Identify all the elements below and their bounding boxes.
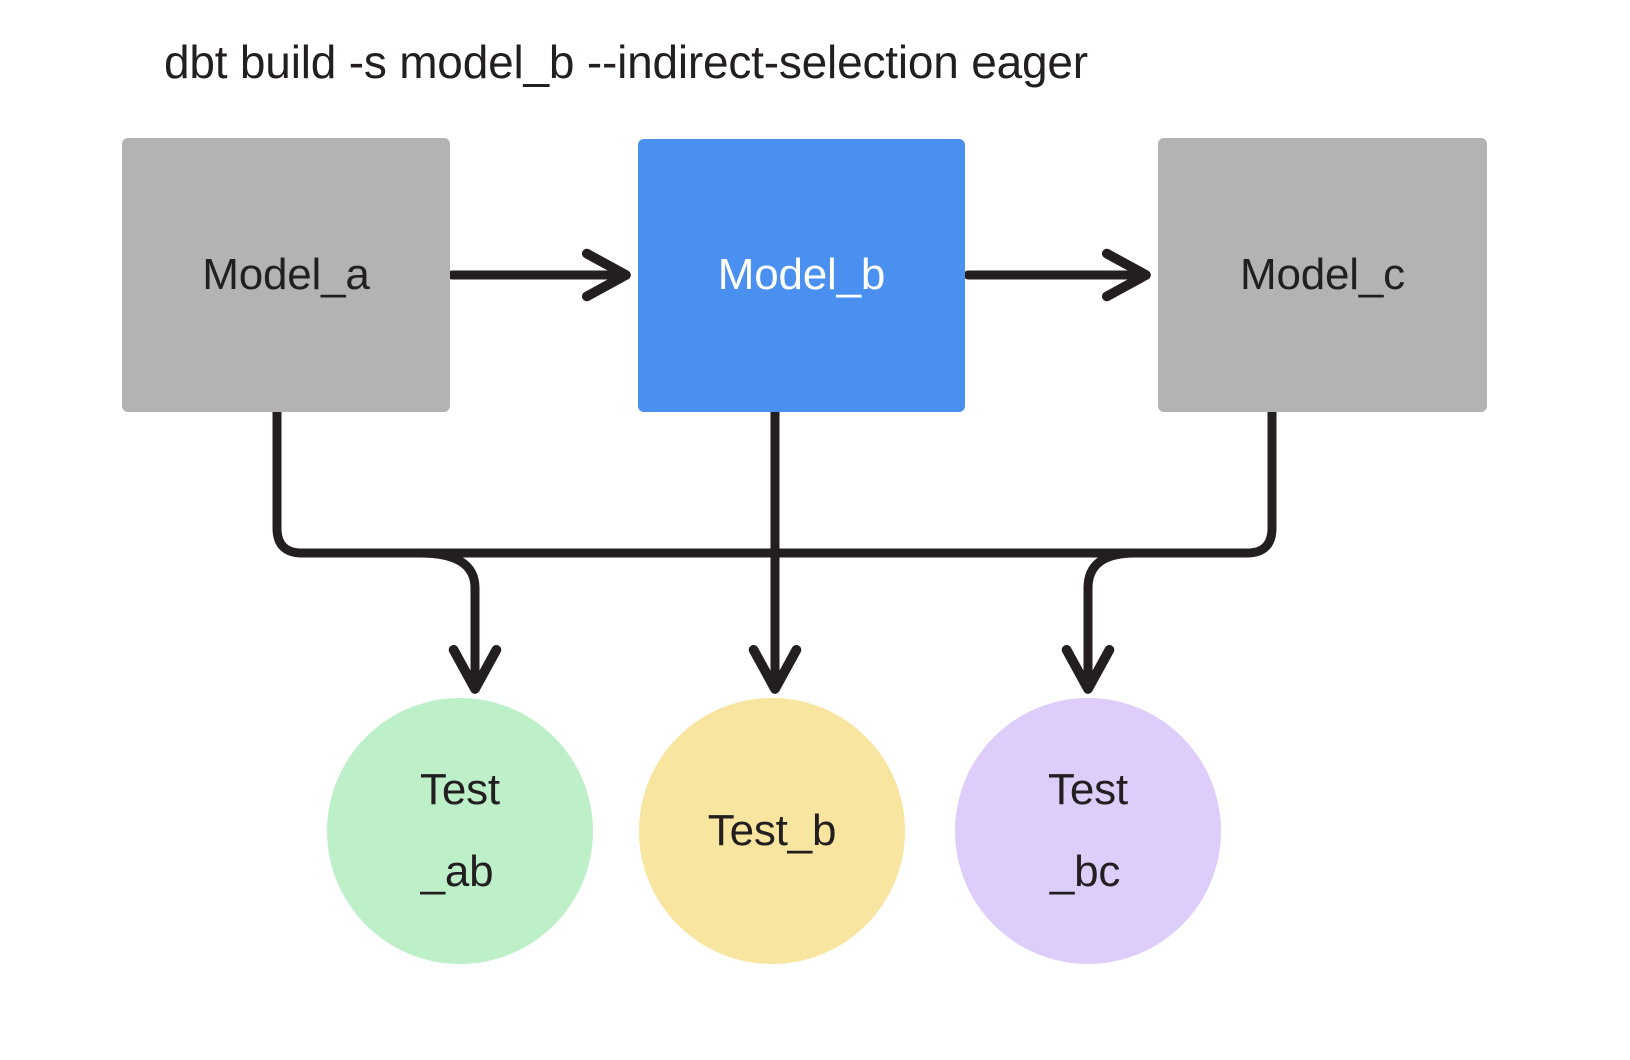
node-test-ab[interactable]: Test _ab: [327, 698, 593, 964]
edge-bus-to-test-ab: [415, 548, 502, 694]
node-model-b[interactable]: Model_b: [638, 139, 965, 412]
page-title: dbt build -s model_b --indirect-selectio…: [164, 36, 1088, 88]
edge-model-c-to-bus: [770, 407, 1277, 558]
edge-bus-to-test-bc: [1061, 548, 1140, 694]
node-test-bc[interactable]: Test _bc: [955, 698, 1221, 964]
node-test-bc-label-line-1: Test: [1048, 765, 1128, 815]
node-test-ab-label-line-2: _ab: [420, 847, 494, 896]
node-test-b-label-line-1: Test_b: [707, 806, 837, 856]
node-model-b-label: Model_b: [717, 250, 886, 300]
node-test-bc-label-line-2: _bc: [1049, 847, 1121, 896]
node-model-a-label: Model_a: [202, 249, 370, 299]
node-test-ab-label-line-1: Test: [420, 765, 500, 815]
node-model-c[interactable]: Model_c: [1158, 138, 1487, 412]
node-test-b[interactable]: Test_b: [639, 698, 905, 964]
node-model-a[interactable]: Model_a: [122, 138, 450, 412]
node-model-c-label: Model_c: [1240, 249, 1405, 299]
edge-model-a-to-bus: [272, 407, 780, 558]
